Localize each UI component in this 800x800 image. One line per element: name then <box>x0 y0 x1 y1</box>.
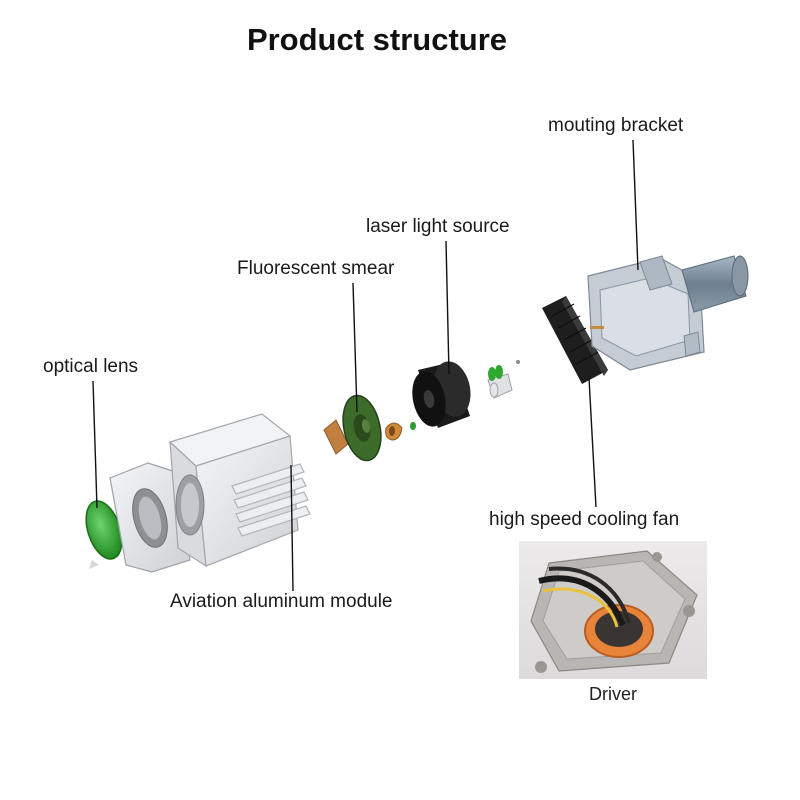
leader-line-lens <box>92 380 98 509</box>
label-aluminum-module: Aviation aluminum module <box>170 591 393 612</box>
leader-line-smear <box>352 282 358 413</box>
driver-caption: Driver <box>589 684 637 704</box>
leader-line-module <box>290 464 294 592</box>
leader-line-laser <box>445 240 450 375</box>
driver-illustration <box>530 550 698 673</box>
aluminum-module-part <box>168 413 311 568</box>
driver-photo <box>519 541 707 679</box>
laser-light-source-part <box>412 360 520 428</box>
cooling-fan-part <box>542 296 608 384</box>
page-title: Product structure <box>246 22 508 57</box>
leader-line-fan <box>588 377 597 508</box>
leader-line-bracket <box>632 139 639 271</box>
mounting-bracket-part <box>587 255 749 371</box>
label-cooling-fan: high speed cooling fan <box>489 509 680 530</box>
label-fluorescent-smear: Fluorescent smear <box>237 258 395 279</box>
label-optical-lens: optical lens <box>43 356 139 377</box>
fluorescent-smear-part <box>323 394 416 462</box>
lens-holder-part <box>109 462 191 573</box>
label-mounting-bracket: mouting bracket <box>548 115 684 136</box>
label-laser-light-source: laser light source <box>366 216 510 237</box>
